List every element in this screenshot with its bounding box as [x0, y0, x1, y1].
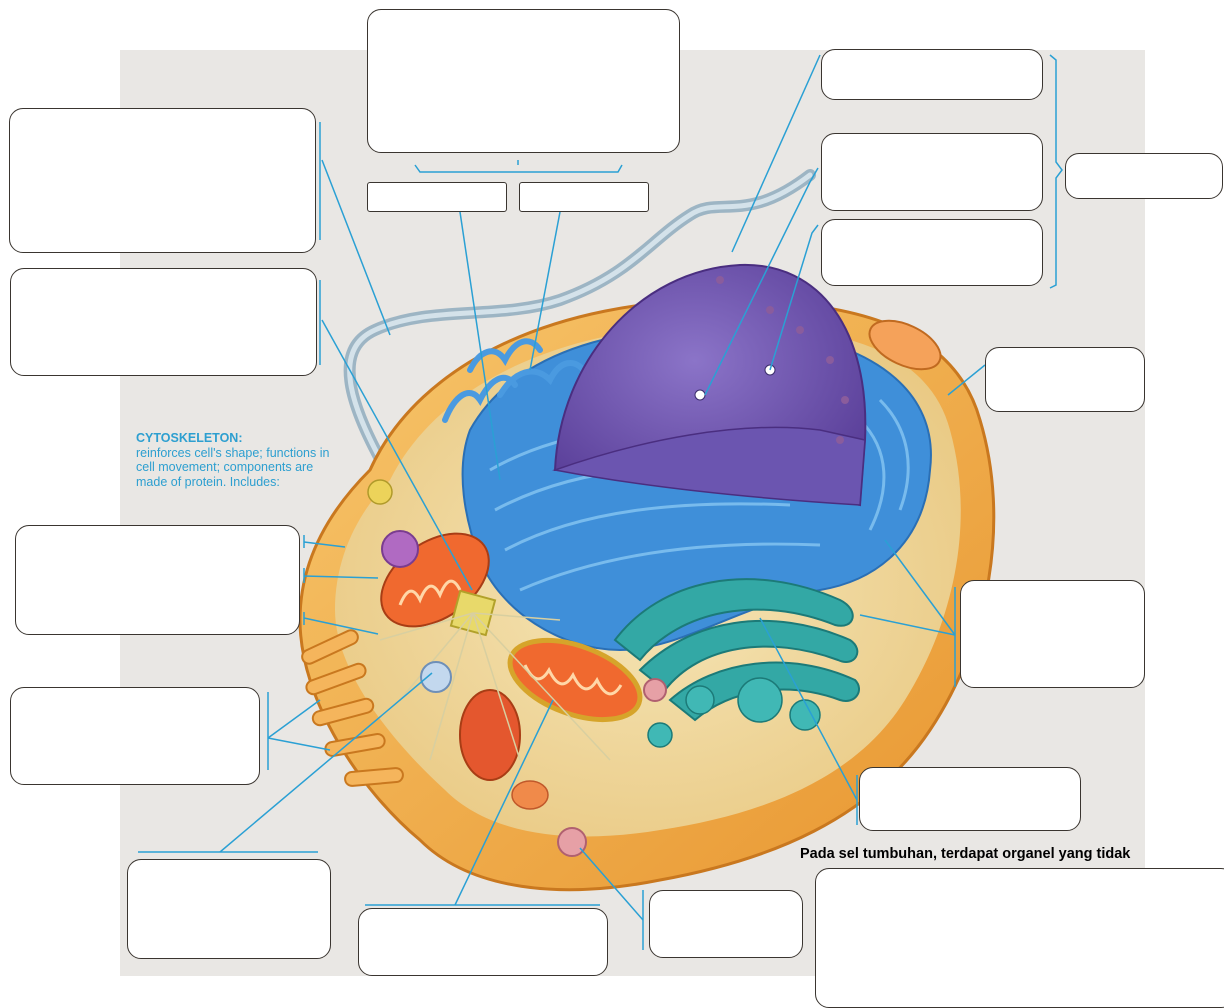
cytoskeleton-caption: CYTOSKELETON: reinforces cell's shape; f…: [136, 431, 346, 489]
label-box-left-2[interactable]: [10, 268, 317, 376]
label-box-right-1[interactable]: [821, 49, 1043, 100]
vesicle-orange: [512, 781, 548, 809]
label-box-bottom-center[interactable]: [358, 908, 608, 976]
vesicle-left: [421, 662, 451, 692]
label-box-right-3[interactable]: [821, 219, 1043, 286]
label-box-right-6[interactable]: [859, 767, 1081, 831]
label-box-right-2[interactable]: [821, 133, 1043, 211]
label-box-top-center-right[interactable]: [519, 182, 649, 212]
cytoskeleton-title: CYTOSKELETON:: [136, 431, 346, 446]
label-box-right-4[interactable]: [985, 347, 1145, 412]
label-box-left-3[interactable]: [15, 525, 300, 635]
label-box-right-5[interactable]: [960, 580, 1145, 688]
label-box-bottom-left[interactable]: [127, 859, 331, 959]
vesicle-mid: [644, 679, 666, 701]
vesicle-bottom: [558, 828, 586, 856]
lysosome: [382, 531, 418, 567]
label-box-far-right[interactable]: [1065, 153, 1223, 199]
plant-cell-note: Pada sel tumbuhan, terdapat organel yang…: [800, 846, 1130, 862]
label-box-top-center[interactable]: [367, 9, 680, 153]
label-box-top-center-left[interactable]: [367, 182, 507, 212]
vesicle-yellow: [368, 480, 392, 504]
label-box-left-4[interactable]: [10, 687, 260, 785]
label-box-left-1[interactable]: [9, 108, 316, 253]
label-box-bottom-mid[interactable]: [649, 890, 803, 958]
mitochondrion-3: [460, 690, 520, 780]
label-box-plant-organelles[interactable]: [815, 868, 1224, 1008]
nucleolus: [695, 390, 705, 400]
cytoskeleton-description: reinforces cell's shape; functions in ce…: [136, 446, 346, 490]
